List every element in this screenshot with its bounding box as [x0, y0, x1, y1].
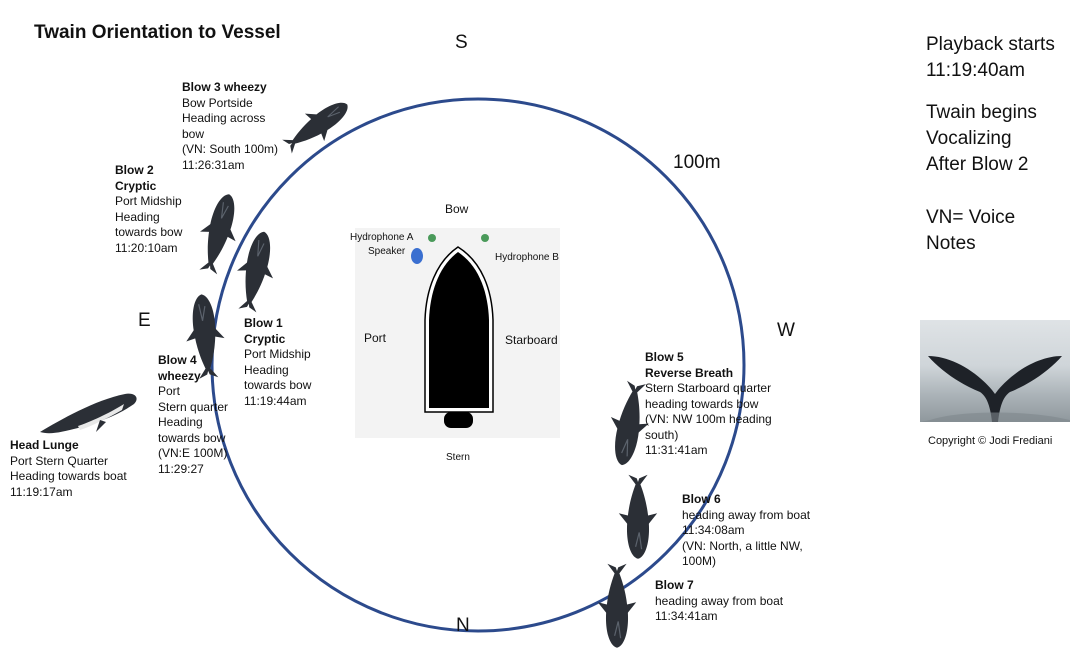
annotation-line: towards bow — [158, 430, 226, 445]
playback-info: Playback starts 11:19:40am — [926, 32, 1055, 84]
annotation-heading: Blow 4 — [158, 353, 197, 367]
twain-line-1: Twain begins — [926, 102, 1037, 123]
stern-label: Stern — [446, 452, 470, 463]
speaker-label: Speaker — [368, 246, 406, 257]
playback-line-1: Playback starts — [926, 34, 1055, 55]
hydrophone-b-dot — [481, 234, 489, 242]
annotation-heading: Blow 5 — [645, 350, 684, 364]
annotation-line: heading away from boat — [655, 593, 784, 608]
boat-stern-block — [444, 412, 473, 428]
annotation-line: (VN: North, a little NW, — [682, 538, 803, 553]
annotation-heading: wheezy — [158, 368, 201, 383]
annotation-blow3: Blow 3 wheezy Bow Portside Heading acros… — [182, 80, 278, 173]
annotation-line: Heading — [115, 209, 160, 224]
annotation-line: heading towards bow — [645, 396, 759, 411]
port-label: Port — [364, 331, 387, 345]
annotation-line: Heading — [244, 362, 289, 377]
annotation-line: (VN:E 100M) — [158, 446, 228, 460]
annotation-line: Heading — [158, 415, 203, 429]
annotation-line: Stern quarter — [158, 399, 229, 414]
annotation-line: Port — [158, 384, 181, 398]
twain-line-3: After Blow 2 — [926, 154, 1029, 175]
annotation-line: 11:19:44am — [244, 393, 307, 408]
whale-blow1-icon — [228, 227, 283, 315]
playback-line-2: 11:19:40am — [926, 60, 1025, 81]
annotation-blow6: Blow 6 heading away from boat 11:34:08am… — [682, 492, 810, 570]
annotation-line: (VN: NW 100m heading — [645, 412, 772, 426]
compass-west: W — [777, 320, 795, 341]
annotation-blow5: Blow 5 Reverse Breath Stern Starboard qu… — [645, 350, 772, 459]
annotation-line: Bow Portside — [182, 95, 253, 110]
annotation-heading: Blow 6 — [682, 492, 721, 506]
whale-blow7-icon — [597, 563, 637, 649]
annotation-blow2: Blow 2 Cryptic Port Midship Heading towa… — [115, 163, 182, 256]
annotation-line: Port Midship — [244, 347, 311, 361]
annotation-line: towards bow — [115, 225, 183, 239]
compass-east: E — [138, 310, 151, 331]
annotation-line: 11:31:41am — [645, 443, 708, 457]
speaker-dot — [411, 248, 423, 264]
annotation-line: Heading towards boat — [10, 469, 127, 483]
annotation-line: south) — [645, 427, 679, 442]
diagram-title: Twain Orientation to Vessel — [34, 22, 281, 43]
compass-south: S — [455, 32, 468, 53]
annotation-heading: Blow 3 wheezy — [182, 80, 267, 94]
annotation-line: 11:19:17am — [10, 484, 73, 499]
whale-fluke-photo — [920, 320, 1070, 422]
hydrophone-a-label: Hydrophone A — [350, 232, 414, 243]
vn-line-1: VN= Voice — [926, 207, 1016, 228]
annotation-heading: Blow 1 — [244, 316, 283, 330]
hydrophone-b-label: Hydrophone B — [495, 252, 559, 263]
annotation-line: Port Midship — [115, 194, 182, 208]
annotation-line: heading away from boat — [682, 507, 811, 522]
whale-headlunge-icon — [40, 393, 137, 434]
whale-blow3-icon — [276, 90, 358, 161]
annotation-line: 11:20:10am — [115, 240, 178, 255]
annotation-line: 11:34:08am — [682, 523, 745, 537]
annotation-heading: Head Lunge — [10, 438, 79, 452]
range-circle-100m — [210, 97, 746, 633]
twain-line-2: Vocalizing — [926, 128, 1012, 149]
hydrophone-a-dot — [428, 234, 436, 242]
radius-label: 100m — [673, 152, 721, 173]
annotation-line: bow — [182, 126, 205, 141]
annotation-line: 100M) — [682, 554, 717, 568]
annotation-line: (VN: South 100m) — [182, 142, 279, 156]
annotation-blow4: Blow 4 wheezy Port Stern quarter Heading… — [158, 353, 228, 477]
annotation-blow1: Blow 1 Cryptic Port Midship Heading towa… — [244, 316, 311, 409]
twain-info: Twain begins Vocalizing After Blow 2 — [926, 100, 1037, 178]
bow-label: Bow — [445, 202, 469, 216]
whale-blow6-icon — [618, 474, 658, 560]
copyright-text: Copyright © Jodi Frediani — [928, 435, 1053, 447]
whale-blow2-icon — [189, 188, 248, 278]
annotation-line: towards bow — [244, 378, 312, 392]
annotation-line: 11:26:31am — [182, 157, 245, 172]
annotation-line: 11:34:41am — [655, 609, 718, 623]
annotation-heading: Reverse Breath — [645, 365, 734, 380]
starboard-label: Starboard — [505, 333, 558, 347]
annotation-headlunge: Head Lunge Port Stern Quarter Heading to… — [10, 438, 127, 500]
annotation-heading: Blow 7 — [655, 578, 694, 592]
boat-hull — [424, 246, 494, 428]
vn-legend: VN= Voice Notes — [926, 205, 1015, 257]
annotation-heading: Cryptic — [244, 331, 286, 346]
vn-line-2: Notes — [926, 233, 976, 254]
annotation-line: 11:29:27 — [158, 461, 204, 476]
annotation-line: Heading across — [182, 111, 266, 125]
annotation-heading: Blow 2 — [115, 163, 154, 177]
fluke-icon — [920, 356, 1070, 422]
annotation-line: Port Stern Quarter — [10, 453, 109, 468]
annotation-blow7: Blow 7 heading away from boat 11:34:41am — [655, 578, 783, 625]
annotation-line: Stern Starboard quarter — [645, 381, 772, 395]
annotation-heading: Cryptic — [115, 178, 157, 193]
compass-north: N — [456, 615, 470, 636]
